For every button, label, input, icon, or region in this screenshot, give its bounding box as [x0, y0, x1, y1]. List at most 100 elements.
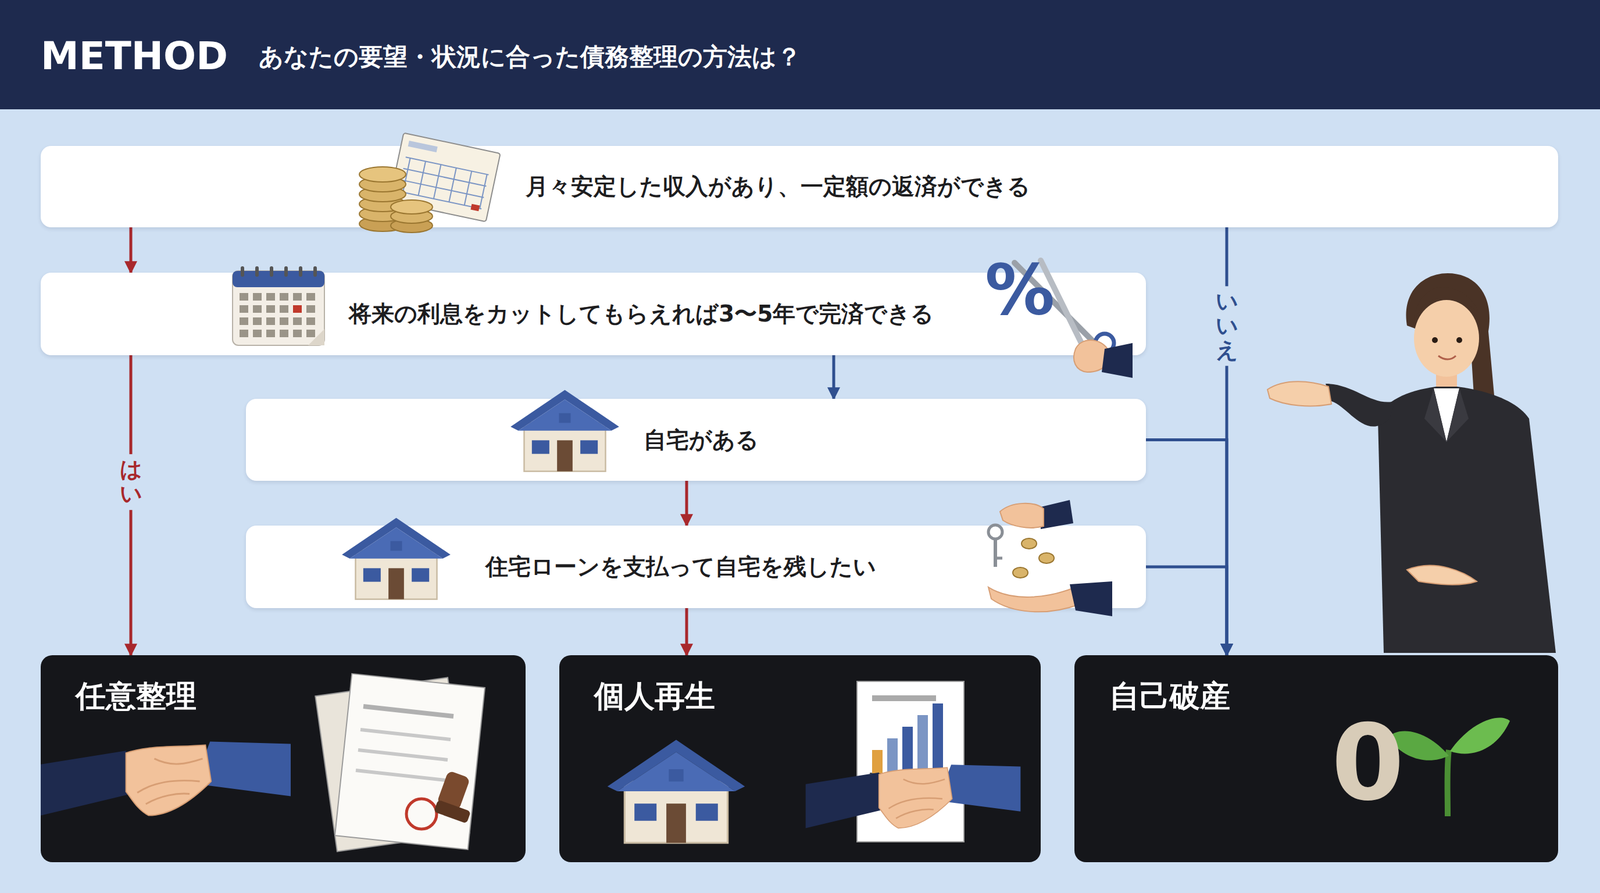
question-box: 月々安定した収入があり、一定額の返済ができる	[40, 145, 1559, 228]
edge-label: いいえ	[1212, 286, 1241, 366]
scissors-icon	[1076, 345, 1096, 364]
document-stack	[363, 706, 454, 717]
sprout-icon	[1447, 750, 1450, 817]
coin-stack	[390, 209, 433, 224]
presenter-figure	[1436, 360, 1457, 390]
chart-paper	[887, 738, 898, 774]
percent-symbol: %	[984, 255, 1055, 325]
calendar-icon	[239, 293, 249, 301]
presenter-figure	[1413, 287, 1480, 326]
edge-label: はい	[116, 454, 145, 510]
zero-figure: 0	[1331, 710, 1405, 816]
flow-arrow	[129, 227, 133, 273]
question-text: 将来の利息をカットしてもらえれば3〜5年で完済できる	[348, 298, 934, 330]
calendar-icon	[266, 317, 275, 325]
scissors-icon	[1040, 260, 1082, 344]
calendar-icon	[279, 293, 289, 301]
key-handover-icon	[988, 500, 1113, 617]
question-text: 住宅ローンを支払って自宅を残したい	[485, 551, 877, 583]
presenter-figure	[1438, 355, 1456, 360]
flow-arrow	[832, 355, 836, 399]
scissors-icon	[1101, 343, 1133, 378]
calendar-icon	[293, 293, 302, 301]
presenter-figure	[1431, 337, 1438, 344]
calendar-icon	[266, 293, 275, 301]
key-handover-icon	[1012, 567, 1028, 578]
coin-stack	[359, 206, 406, 222]
key-handover-icon	[993, 538, 998, 567]
calendar-icon	[293, 305, 302, 313]
payslip-icon	[388, 133, 500, 223]
calendar-icon	[279, 329, 289, 338]
payslip-icon	[464, 170, 472, 206]
presenter-figure	[1433, 388, 1460, 442]
flow-arrow	[685, 480, 689, 526]
key-handover-icon	[1040, 500, 1074, 530]
document-stack	[334, 673, 485, 850]
payslip-icon	[479, 174, 487, 209]
coin-stack	[359, 186, 406, 202]
presenter-figure	[1413, 300, 1480, 377]
coin-stack	[390, 218, 433, 233]
coin-stack	[359, 196, 406, 212]
sprout-icon	[1450, 717, 1510, 754]
house-icon	[510, 390, 620, 472]
flow-arrow	[129, 355, 133, 656]
calendar-icon	[255, 266, 259, 277]
question-box: 自宅がある	[245, 398, 1146, 481]
presenter-figure	[1406, 565, 1477, 585]
house-icon	[607, 739, 745, 843]
key-handover-icon	[1021, 538, 1037, 549]
key-handover-icon	[1038, 552, 1055, 564]
document-stack	[358, 750, 448, 760]
flow-arrow	[1145, 566, 1227, 656]
result-title: 個人再生	[594, 676, 716, 717]
calendar-icon	[269, 266, 274, 277]
flow-arrow	[1145, 440, 1227, 656]
calendar-icon	[239, 317, 249, 325]
payslip-icon	[433, 164, 441, 199]
scissors-icon	[1073, 340, 1110, 373]
presenter-figure	[1325, 383, 1396, 427]
presenter-figure	[1424, 388, 1447, 442]
chart-paper	[872, 695, 937, 702]
calendar-icon	[306, 305, 316, 313]
calendar-icon	[293, 317, 302, 325]
calendar-icon	[279, 317, 289, 325]
chart-paper	[932, 703, 944, 774]
question-box: 住宅ローンを支払って自宅を残したい	[245, 525, 1146, 609]
calendar-icon	[232, 270, 325, 346]
presenter-figure	[1446, 388, 1469, 442]
calendar-icon	[306, 293, 316, 301]
scissors-icon	[1014, 262, 1092, 341]
sprout-icon	[1387, 717, 1510, 817]
calendar-icon	[239, 329, 249, 338]
calendar-icon	[252, 329, 262, 338]
chart-paper	[856, 681, 964, 842]
document-stack	[433, 799, 471, 824]
handshake-icon	[40, 741, 291, 816]
document-stack	[436, 770, 471, 812]
calendar-icon	[252, 305, 262, 313]
calendar-icon	[284, 266, 288, 277]
coin-stack	[390, 200, 433, 214]
calendar-icon	[252, 293, 262, 301]
document-stack	[315, 673, 485, 852]
payslip-icon	[402, 158, 410, 193]
calendar-icon	[232, 266, 325, 346]
calendar-icon	[232, 270, 325, 288]
result-title: 任意整理	[75, 676, 197, 717]
result-title: 自己破産	[1109, 676, 1231, 717]
house-icon	[341, 518, 451, 600]
result-box: 個人再生	[559, 655, 1041, 863]
question-box: 将来の利息をカットしてもらえれば3〜5年で完済できる	[40, 272, 1146, 356]
presenter-figure	[1267, 381, 1332, 406]
calendar-icon	[252, 317, 262, 325]
key-handover-icon	[988, 525, 1003, 539]
calendar-icon	[308, 329, 325, 346]
question-text: 月々安定した収入があり、一定額の返済ができる	[525, 170, 1031, 203]
calendar-icon	[266, 329, 275, 338]
result-box: 自己破産	[1074, 655, 1559, 863]
